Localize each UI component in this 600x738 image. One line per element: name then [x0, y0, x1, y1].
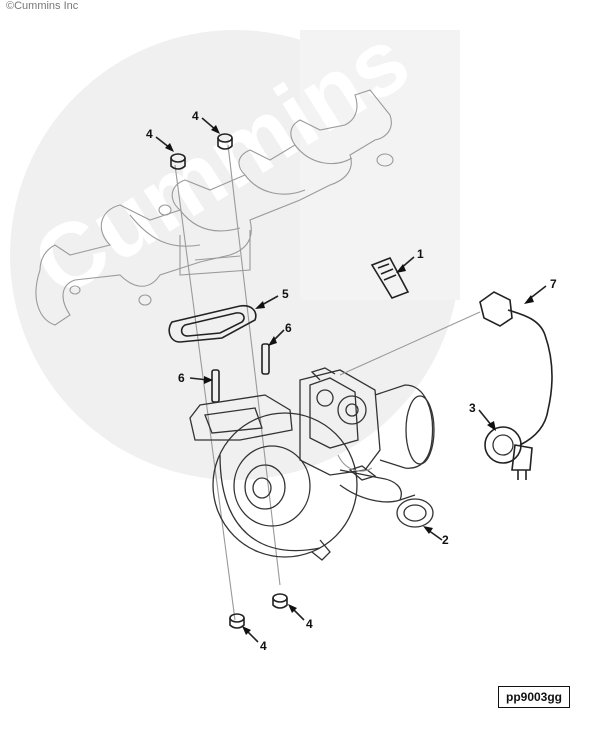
callout-arrows [155, 117, 547, 643]
callout-2: 2 [442, 533, 449, 547]
callout-4-top-right: 4 [192, 109, 199, 123]
wiring-harness [339, 291, 553, 480]
callout-7: 7 [550, 277, 557, 291]
nut-top-right [217, 133, 233, 150]
part-id-box: pp9003gg [498, 686, 570, 708]
callout-4-bottom-left: 4 [260, 639, 267, 653]
actuator-label [370, 256, 410, 299]
copyright-notice: ©Cummins Inc [6, 0, 79, 12]
callout-5: 5 [282, 287, 289, 301]
grommet [484, 426, 522, 464]
callout-4-bottom-right: 4 [306, 617, 313, 631]
gasket [168, 304, 257, 343]
turbocharger [189, 367, 435, 561]
callout-6-right: 6 [285, 321, 292, 335]
callout-6-left: 6 [178, 371, 185, 385]
nut-bottom-left [229, 613, 245, 629]
callout-labels: 1 2 3 4 4 4 4 5 6 6 7 [146, 109, 557, 653]
nut-top-left [170, 153, 186, 170]
stud-right [261, 343, 270, 375]
nut-bottom-right [272, 593, 288, 609]
watermark: Cummins [10, 8, 460, 480]
callout-1: 1 [417, 247, 424, 261]
callout-4-top-left: 4 [146, 127, 153, 141]
assembly-lines [174, 144, 281, 621]
callout-3: 3 [469, 401, 476, 415]
exhaust-manifold [35, 89, 394, 326]
